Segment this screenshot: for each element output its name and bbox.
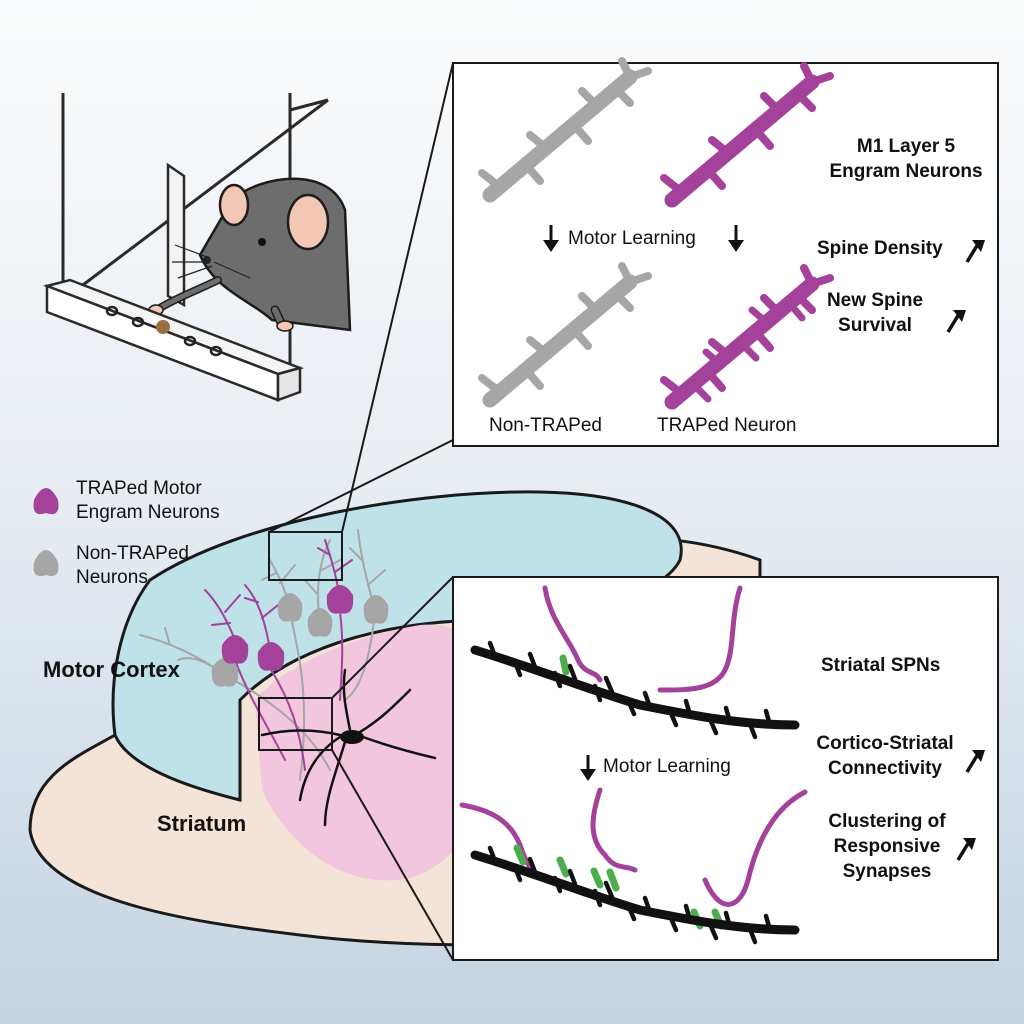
top-motor-learning-label: Motor Learning (568, 228, 696, 249)
down-arrow-icon-bottom (580, 755, 596, 781)
traped-neuron-legend-icon (33, 488, 59, 515)
zoom-connectors (258, 62, 454, 961)
non-traped-dendrite-label: Non-TRAPed (489, 415, 602, 436)
up-arrow-icon-bottom (956, 750, 985, 861)
bottom-panel-title: Striatal SPNs (821, 655, 941, 676)
striatal-spn-neuron (260, 668, 437, 827)
non-traped-neuron-legend-icon (33, 550, 59, 577)
new-spine-survival-label: New Spine Survival (826, 290, 924, 336)
spn-spines (487, 640, 773, 945)
top-inset-panel (452, 62, 999, 447)
up-arrow-icon (946, 240, 985, 333)
striatum-label: Striatum (157, 811, 247, 836)
mouse-icon (148, 177, 352, 332)
synapses (513, 654, 725, 930)
bottom-motor-learning-label: Motor Learning (603, 756, 731, 777)
spn-dendrites (470, 645, 800, 935)
top-panel-title: M1 Layer 5 Engram Neurons (829, 136, 983, 182)
mouse-apparatus-illustration (42, 93, 352, 402)
connectivity-label: Cortico-Striatal Connectivity (816, 733, 954, 779)
motor-cortex-label: Motor Cortex (43, 657, 180, 682)
clustering-label: Clustering of Responsive Synapses (828, 811, 946, 882)
bottom-inset-panel (452, 576, 999, 961)
cortex-neurons (139, 529, 389, 781)
striatum-region (255, 624, 501, 881)
spine-density-label: Spine Density (817, 238, 943, 259)
legend-traped-label: TRAPed Motor Engram Neurons (76, 478, 220, 523)
legend-non-traped-label: Non-TRAPed Neurons (76, 543, 189, 588)
down-arrow-icon (543, 225, 744, 252)
traped-neuron-dendrite-label: TRAPed Neuron (657, 415, 797, 436)
